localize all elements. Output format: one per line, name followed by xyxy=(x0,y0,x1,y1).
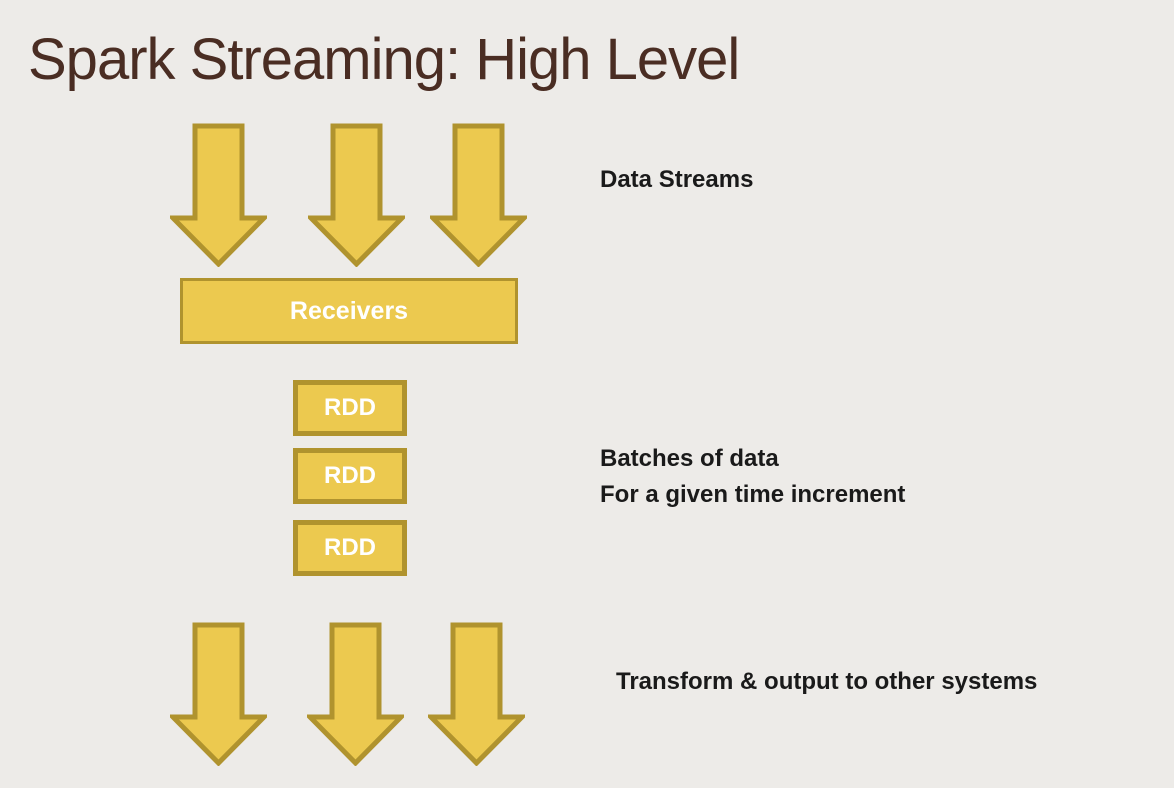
down-arrow-icon xyxy=(170,622,267,766)
rdd-box: RDD xyxy=(293,380,407,436)
down-arrow-icon xyxy=(428,622,525,766)
slide-title: Spark Streaming: High Level xyxy=(28,27,740,92)
down-arrow-icon xyxy=(430,123,527,267)
receivers-box: Receivers xyxy=(180,278,518,344)
down-arrow-icon xyxy=(170,123,267,267)
batches-label-line1: Batches of data xyxy=(600,445,779,472)
down-arrow-icon xyxy=(428,622,525,766)
rdd-label: RDD xyxy=(324,394,376,421)
data-streams-label: Data Streams xyxy=(600,166,754,193)
down-arrow-icon xyxy=(430,123,527,267)
rdd-box: RDD xyxy=(293,448,407,504)
receivers-label: Receivers xyxy=(289,296,409,325)
down-arrow-icon xyxy=(308,123,405,267)
batches-label: Batches of data For a given time increme… xyxy=(600,441,905,513)
rdd-label: RDD xyxy=(324,462,376,489)
down-arrow-icon xyxy=(170,622,267,766)
rdd-box: RDD xyxy=(293,520,407,576)
transform-label: Transform & output to other systems xyxy=(616,668,1038,695)
down-arrow-icon xyxy=(170,123,267,267)
batches-label-line2: For a given time increment xyxy=(600,481,906,508)
down-arrow-icon xyxy=(307,622,404,766)
rdd-label: RDD xyxy=(324,534,376,561)
down-arrow-icon xyxy=(307,622,404,766)
down-arrow-icon xyxy=(308,123,405,267)
